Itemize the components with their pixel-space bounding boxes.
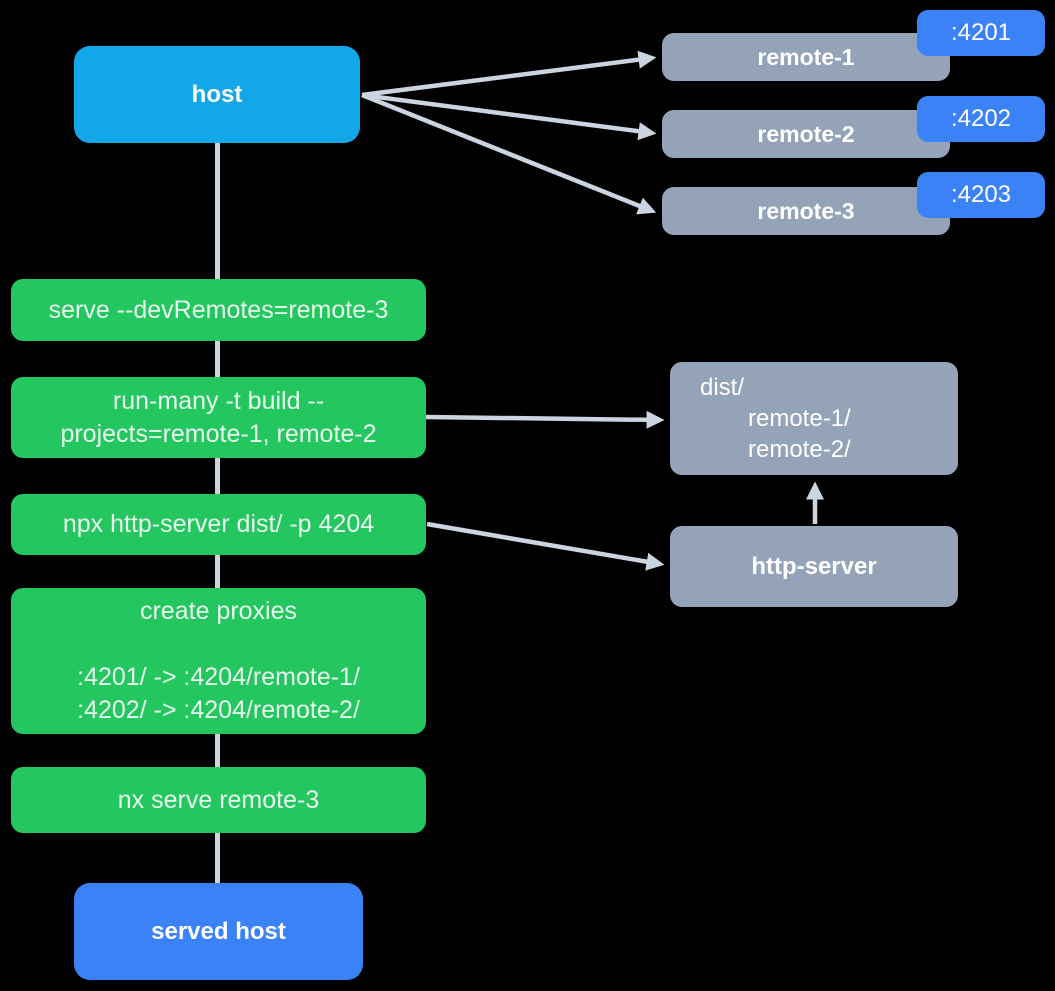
- served-host-node: served host: [74, 883, 363, 980]
- arrow-serve-step-to-http-server: [426, 521, 665, 571]
- step-line: serve --devRemotes=remote-3: [48, 295, 389, 324]
- dist-folder-remote-1: remote-1/: [748, 405, 851, 432]
- remote-2-port: :4202: [950, 105, 1012, 132]
- remote-1-node: remote-1: [662, 33, 950, 81]
- step-line: projects=remote-1, remote-2: [60, 419, 377, 448]
- host-label: host: [191, 80, 243, 108]
- step-line: :4201/ -> :4204/remote-1/: [77, 663, 360, 691]
- step-line: :4202/ -> :4204/remote-2/: [77, 696, 360, 724]
- remote-2-port-badge: :4202: [917, 96, 1045, 142]
- step-serve-devremotes: serve --devRemotes=remote-3: [11, 279, 426, 341]
- served-host-label: served host: [151, 917, 286, 945]
- remote-1-port: :4201: [950, 19, 1012, 46]
- step-line: run-many -t build --: [112, 386, 325, 415]
- remote-3-label: remote-3: [757, 197, 855, 224]
- remote-3-node: remote-3: [662, 187, 950, 235]
- http-server-node: http-server: [670, 526, 958, 607]
- step-line: npx http-server dist/ -p 4204: [62, 510, 375, 538]
- step-npx-http-server: npx http-server dist/ -p 4204: [11, 494, 426, 555]
- step-line: nx serve remote-3: [117, 785, 320, 814]
- host-node: host: [74, 46, 360, 143]
- http-server-label: http-server: [751, 552, 877, 580]
- dist-folder-node: dist/ remote-1/ remote-2/: [670, 362, 958, 475]
- arrow-host-to-remote-1: [361, 50, 657, 98]
- arrow-host-to-remote-3: [361, 92, 657, 215]
- arrow-build-step-to-dist-folder: [425, 410, 665, 429]
- step-nx-serve-remote-3: nx serve remote-3: [11, 767, 426, 833]
- remote-1-label: remote-1: [757, 43, 855, 70]
- remote-2-label: remote-2: [757, 120, 855, 147]
- remote-2-node: remote-2: [662, 110, 950, 158]
- remote-1-port-badge: :4201: [917, 10, 1045, 56]
- step-create-proxies: create proxies :4201/ -> :4204/remote-1/…: [11, 588, 426, 734]
- dist-folder-remote-2: remote-2/: [748, 436, 851, 463]
- remote-3-port: :4203: [950, 181, 1012, 208]
- remote-3-port-badge: :4203: [917, 172, 1045, 218]
- dist-folder-root: dist/: [700, 374, 745, 401]
- arrow-host-to-remote-2: [361, 92, 657, 141]
- step-run-many-build: run-many -t build -- projects=remote-1, …: [11, 377, 426, 458]
- step-line: create proxies: [139, 597, 298, 625]
